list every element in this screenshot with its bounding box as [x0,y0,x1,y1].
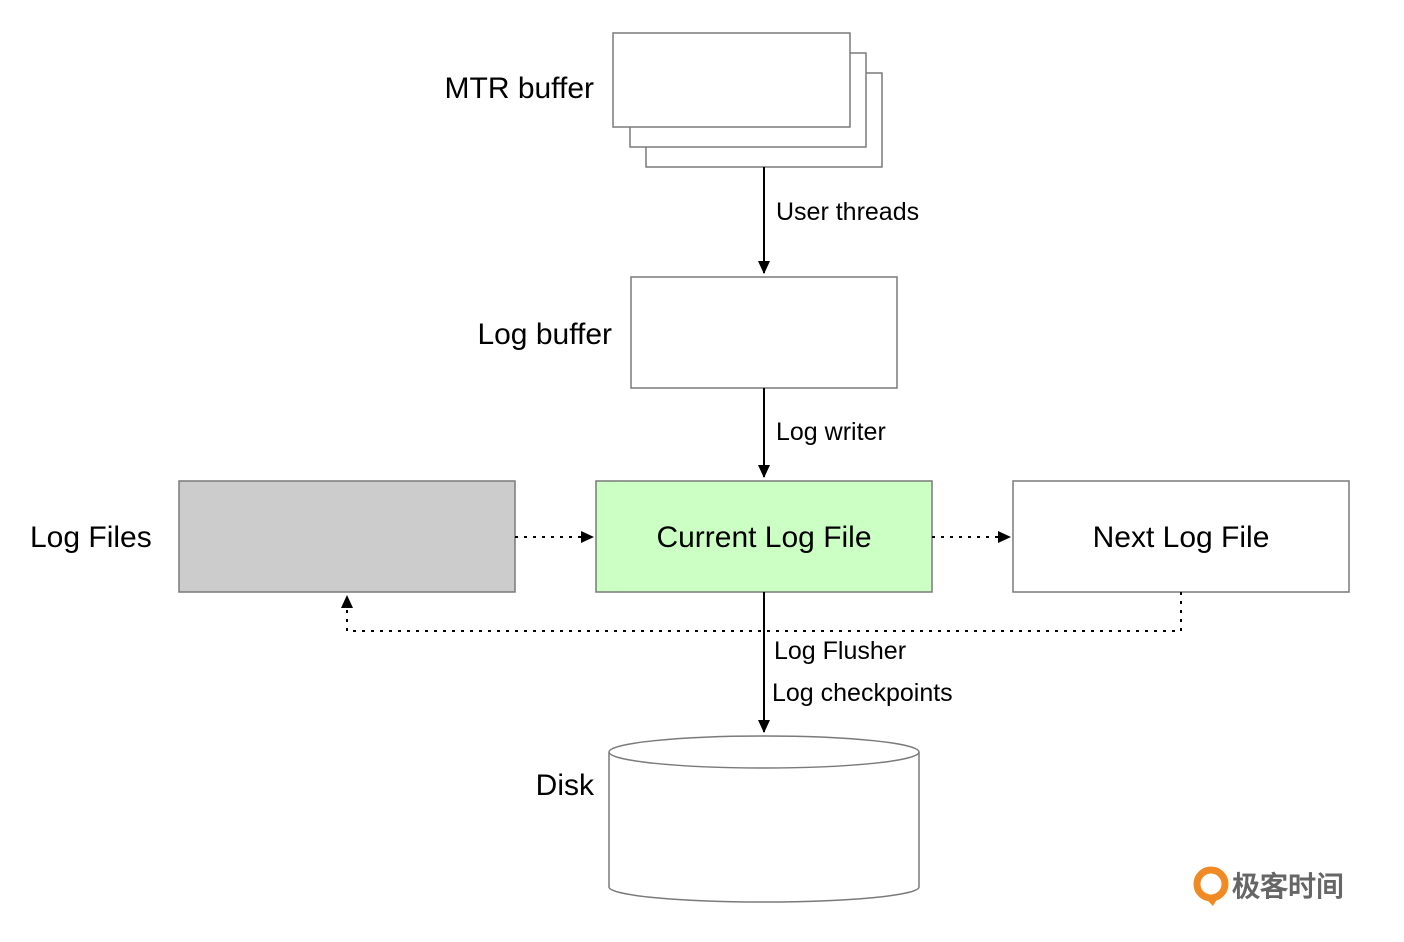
next-to-files-arrow [341,592,1182,632]
next-log-file-label: Next Log File [1093,521,1270,554]
log-checkpoints-label: Log checkpoints [772,679,953,707]
next-log-file-box [1012,480,1350,593]
mtr-buffer-box-front [612,32,851,128]
disk-top [608,735,920,769]
log-files-box [178,480,516,593]
current-log-file-box [595,480,933,593]
log-buffer-label: Log buffer [477,318,612,351]
disk-cylinder [608,735,920,903]
user-threads-label: User threads [776,198,919,226]
disk-label: Disk [536,769,595,802]
log-buffer-box [630,276,898,389]
log-writer-label: Log writer [776,418,886,446]
log-flusher-label: Log Flusher [774,637,906,665]
disk-body [608,752,920,903]
current-log-file-label: Current Log File [656,521,871,554]
mtr-buffer-label: MTR buffer [445,72,595,105]
geektime-logo-text: 极客时间 [1232,870,1344,903]
mtr-buffer-stack [612,32,883,168]
geektime-logo-icon [1193,866,1229,906]
geektime-logo: 极客时间 [1193,866,1344,906]
log-files-label: Log Files [30,521,152,554]
